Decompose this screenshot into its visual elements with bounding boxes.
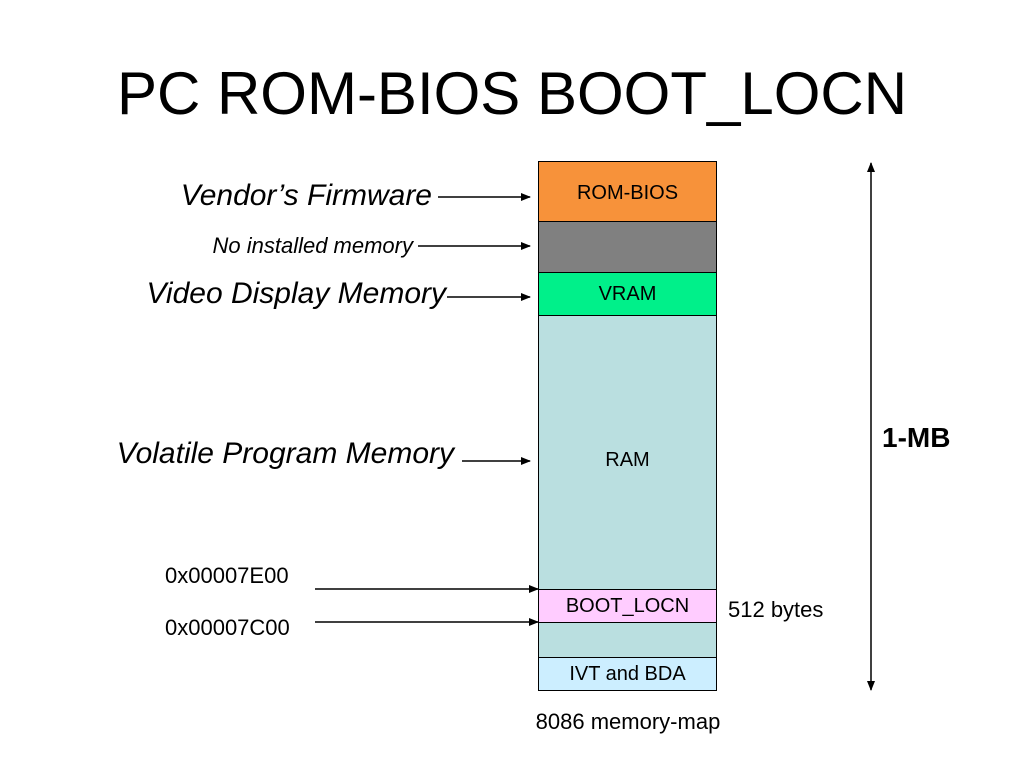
segment-ram-low [538, 622, 717, 658]
segment-vram: VRAM [538, 272, 717, 316]
label-total-size: 1-MB [882, 422, 951, 453]
label-vendor-firmware: Vendor’s Firmware [180, 179, 432, 212]
label-video-display-memory: Video Display Memory [146, 277, 446, 310]
label-boot-size: 512 bytes [728, 597, 824, 622]
segment-rom-bios: ROM-BIOS [538, 161, 717, 222]
segment-boot-locn: BOOT_LOCN [538, 589, 717, 623]
label-volatile-program-memory: Volatile Program Memory [116, 437, 454, 470]
label-address-7c00: 0x00007C00 [165, 615, 290, 640]
segment-ivt-bda: IVT and BDA [538, 657, 717, 691]
label-address-7e00: 0x00007E00 [165, 563, 289, 588]
label-no-installed-memory: No installed memory [212, 233, 413, 258]
slide-title: PC ROM-BIOS BOOT_LOCN [116, 60, 908, 127]
caption: 8086 memory-map [535, 709, 721, 734]
segment-ram: RAM [538, 315, 717, 590]
